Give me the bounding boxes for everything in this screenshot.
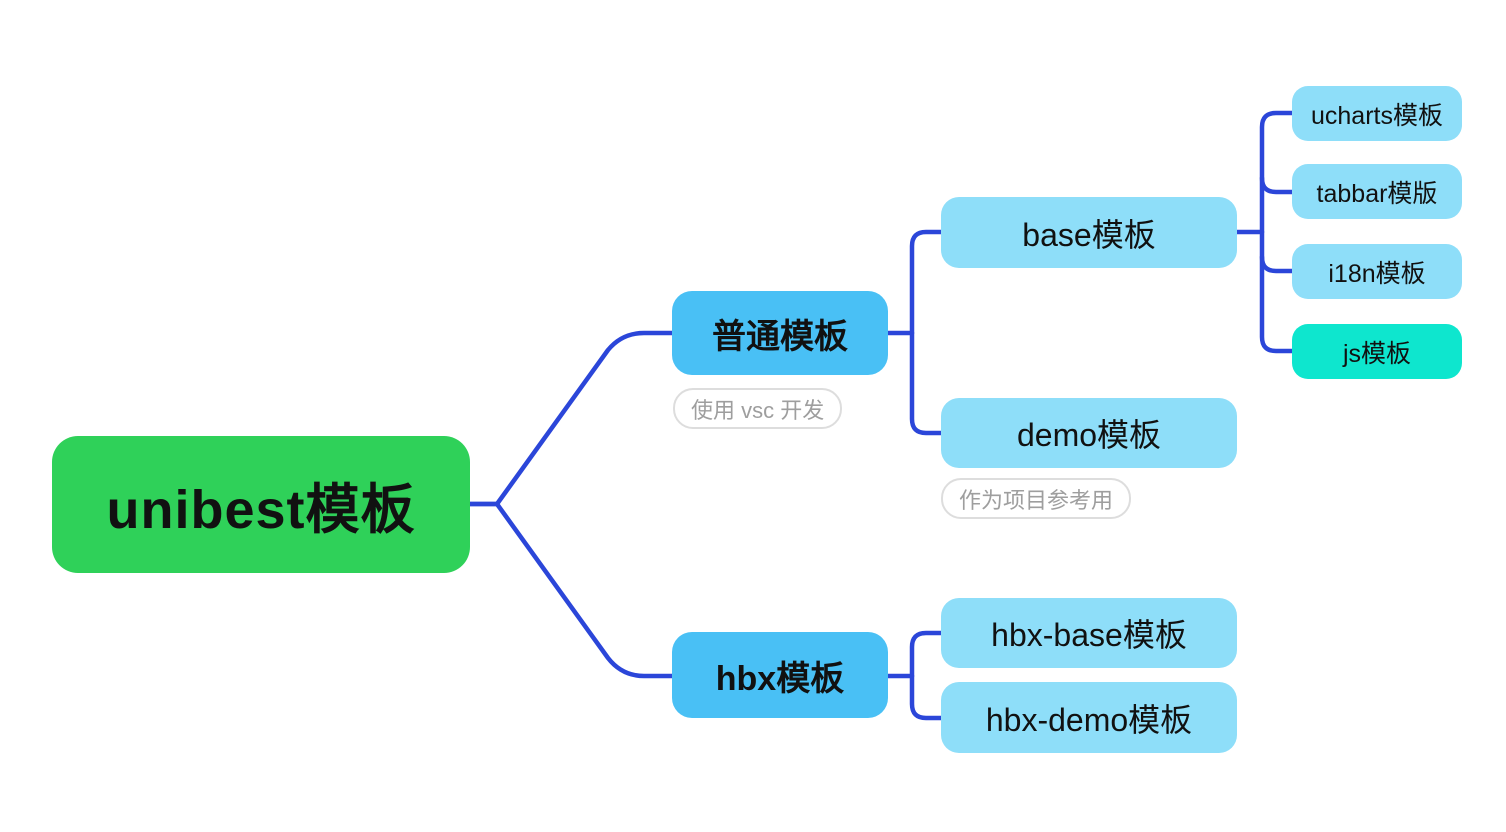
node-hbx-demo-template[interactable]: hbx-demo模板 [941, 682, 1237, 753]
node-js-template[interactable]: js模板 [1292, 324, 1462, 379]
note-project-reference[interactable]: 作为项目参考用 [941, 478, 1132, 519]
node-tabbar-template[interactable]: tabbar模版 [1292, 164, 1462, 219]
node-i18n-template[interactable]: i18n模板 [1292, 244, 1462, 299]
edge-base-bus [1259, 110, 1295, 354]
node-branch-putong[interactable]: 普通模板 [672, 291, 888, 375]
edge-root-to-branch1 [467, 330, 675, 507]
node-root-unibest[interactable]: unibest模板 [52, 436, 470, 573]
note-vsc-dev[interactable]: 使用 vsc 开发 [673, 388, 843, 429]
edge-base-to-i18n [1259, 254, 1295, 274]
edge-root-to-branch2 [467, 501, 675, 679]
edge-base-to-tabbar [1259, 175, 1295, 195]
node-demo-template[interactable]: demo模板 [941, 398, 1237, 468]
node-base-template[interactable]: base模板 [941, 197, 1237, 268]
edge-branch1-bus [909, 229, 944, 436]
node-ucharts-template[interactable]: ucharts模板 [1292, 86, 1462, 141]
node-branch-hbx[interactable]: hbx模板 [672, 632, 888, 718]
edge-branch2-bus [909, 630, 944, 721]
node-hbx-base-template[interactable]: hbx-base模板 [941, 598, 1237, 668]
